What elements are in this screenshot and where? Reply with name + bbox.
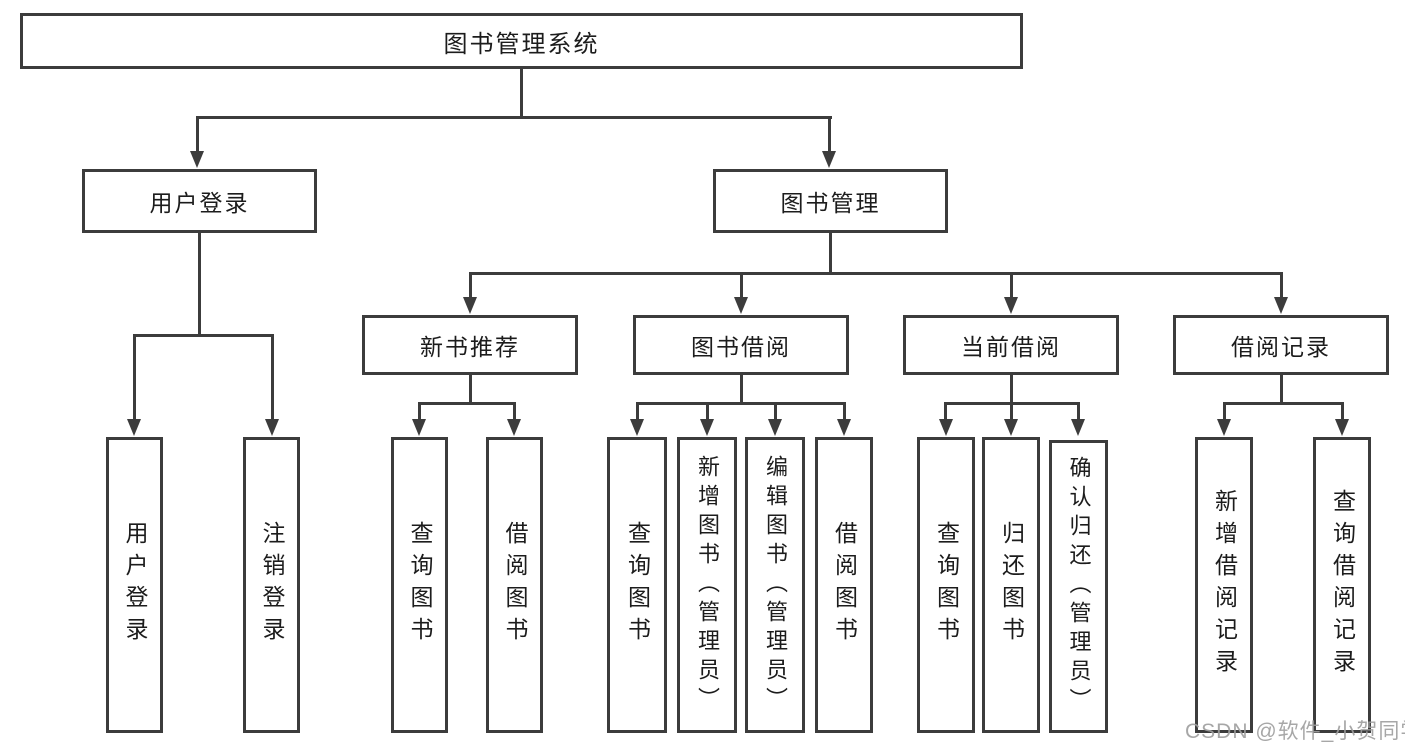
node-borrowing-records: 借阅记录 xyxy=(1173,315,1389,375)
connector-book-mgmt-down xyxy=(829,233,832,275)
arrow-down-icon xyxy=(630,419,644,436)
connector-user-login-stem xyxy=(196,116,199,153)
node-borrowing-records-label: 借阅记录 xyxy=(1231,334,1331,360)
node-user-login: 用户登录 xyxy=(82,169,317,233)
arrow-down-icon xyxy=(700,419,714,436)
csdn-watermark: CSDN @软件_小贺同学 xyxy=(1185,720,1405,743)
connector-leaf-stem xyxy=(774,402,777,420)
connector-user-login-rail xyxy=(133,334,274,337)
leaf-confirm-return-admin: 确认归还（管理员） xyxy=(1049,440,1108,733)
connector-groupA-rail xyxy=(418,402,516,405)
connector-book-borrow-stem xyxy=(740,272,743,298)
leaf-user-login-label: 用户登录 xyxy=(122,521,148,649)
connector-leaf-stem xyxy=(271,334,274,420)
arrow-down-icon xyxy=(1217,419,1231,436)
arrow-down-icon xyxy=(734,297,748,314)
leaf-query-books-borrow-label: 查询图书 xyxy=(624,521,651,649)
connector-leaf-stem xyxy=(133,334,136,420)
arrow-down-icon xyxy=(190,151,204,168)
arrow-down-icon xyxy=(1071,419,1085,436)
leaf-return-books-label: 归还图书 xyxy=(998,521,1025,649)
connector-groupD-rail xyxy=(1223,402,1343,405)
connector-level1-rail xyxy=(196,116,832,119)
leaf-borrow-books-label: 借阅图书 xyxy=(831,521,858,649)
connector-leaf-stem xyxy=(418,402,421,420)
connector-leaf-stem xyxy=(1341,402,1344,420)
connector-groupB-down xyxy=(740,375,743,405)
arrow-down-icon xyxy=(1004,419,1018,436)
leaf-logout-label: 注销登录 xyxy=(259,521,285,649)
node-library-system-label: 图书管理系统 xyxy=(443,30,600,58)
leaf-add-books-admin-label: 新增图书（管理员） xyxy=(695,454,720,716)
leaf-query-books-recommend-label: 查询图书 xyxy=(407,521,433,649)
leaf-borrow-books: 借阅图书 xyxy=(815,437,873,733)
leaf-query-borrow-record: 查询借阅记录 xyxy=(1313,437,1371,733)
leaf-add-borrow-record-label: 新增借阅记录 xyxy=(1211,489,1238,681)
leaf-borrow-books-recommend: 借阅图书 xyxy=(486,437,543,733)
node-current-borrowing-label: 当前借阅 xyxy=(961,334,1061,360)
leaf-query-books-recommend: 查询图书 xyxy=(391,437,448,733)
arrow-down-icon xyxy=(939,419,953,436)
node-new-book-recommend-label: 新书推荐 xyxy=(420,334,520,360)
leaf-query-books-borrow: 查询图书 xyxy=(607,437,667,733)
connector-leaf-stem xyxy=(843,402,846,420)
connector-leaf-stem xyxy=(706,402,709,420)
leaf-return-books: 归还图书 xyxy=(982,437,1040,733)
arrow-down-icon xyxy=(837,419,851,436)
connector-groupB-rail xyxy=(636,402,845,405)
leaf-logout: 注销登录 xyxy=(243,437,300,733)
connector-leaf-stem xyxy=(513,402,516,420)
arrow-down-icon xyxy=(1335,419,1349,436)
arrow-down-icon xyxy=(412,419,426,436)
leaf-borrow-books-recommend-label: 借阅图书 xyxy=(502,521,528,649)
leaf-user-login: 用户登录 xyxy=(106,437,163,733)
arrow-down-icon xyxy=(127,419,141,436)
leaf-add-borrow-record: 新增借阅记录 xyxy=(1195,437,1253,733)
node-book-management: 图书管理 xyxy=(713,169,948,233)
node-book-borrowing: 图书借阅 xyxy=(633,315,849,375)
arrow-down-icon xyxy=(463,297,477,314)
node-book-management-label: 图书管理 xyxy=(780,190,881,216)
connector-leaf-stem xyxy=(1223,402,1226,420)
connector-groupC-down xyxy=(1010,375,1013,405)
connector-root-stem xyxy=(520,69,523,119)
arrow-down-icon xyxy=(265,419,279,436)
leaf-query-books-current: 查询图书 xyxy=(917,437,975,733)
leaf-add-books-admin: 新增图书（管理员） xyxy=(677,437,737,733)
connector-book-mgmt-stem xyxy=(828,116,831,153)
node-book-borrowing-label: 图书借阅 xyxy=(691,334,791,360)
arrow-down-icon xyxy=(768,419,782,436)
arrow-down-icon xyxy=(507,419,521,436)
node-new-book-recommend: 新书推荐 xyxy=(362,315,578,375)
leaf-edit-books-admin-label: 编辑图书（管理员） xyxy=(763,454,788,716)
connector-groupD-down xyxy=(1280,375,1283,405)
connector-level2-rail xyxy=(469,272,1283,275)
arrow-down-icon xyxy=(822,151,836,168)
leaf-query-books-current-label: 查询图书 xyxy=(933,521,960,649)
leaf-confirm-return-admin-label: 确认归还（管理员） xyxy=(1066,456,1092,717)
connector-groupA-down xyxy=(469,375,472,405)
connector-leaf-stem xyxy=(1077,402,1080,420)
connector-leaf-stem xyxy=(944,402,947,420)
connector-new-book-stem xyxy=(469,272,472,298)
connector-leaf-stem xyxy=(636,402,639,420)
node-current-borrowing: 当前借阅 xyxy=(903,315,1119,375)
arrow-down-icon xyxy=(1274,297,1288,314)
node-user-login-label: 用户登录 xyxy=(149,190,250,216)
arrow-down-icon xyxy=(1004,297,1018,314)
connector-borrow-records-stem xyxy=(1280,272,1283,298)
connector-leaf-stem xyxy=(1010,402,1013,420)
leaf-query-borrow-record-label: 查询借阅记录 xyxy=(1329,489,1356,681)
connector-current-borrow-stem xyxy=(1010,272,1013,298)
node-library-system: 图书管理系统 xyxy=(20,13,1023,69)
connector-user-login-down xyxy=(198,233,201,337)
leaf-edit-books-admin: 编辑图书（管理员） xyxy=(745,437,805,733)
